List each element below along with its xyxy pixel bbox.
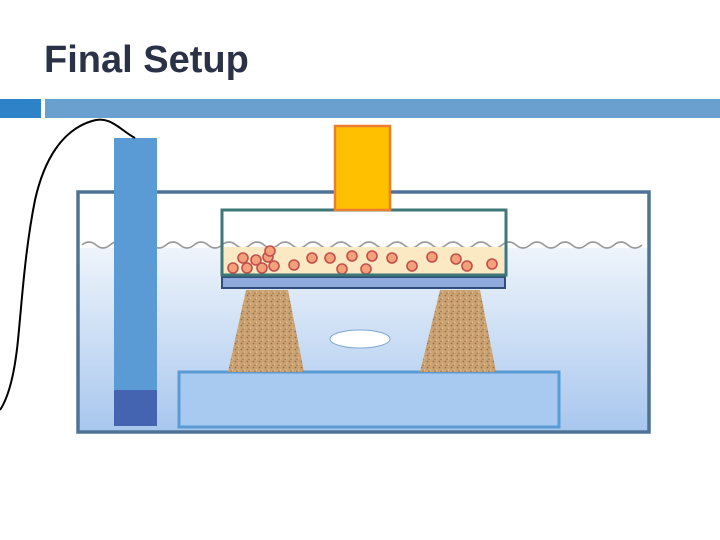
probe-rod <box>114 138 157 426</box>
probe-wire <box>0 118 136 411</box>
cork-stand-left <box>228 290 304 372</box>
base-platform <box>177 370 561 429</box>
title-accent-bar-right <box>45 99 720 118</box>
probe-rod-tip <box>114 390 157 426</box>
stir-bar <box>329 329 391 349</box>
bead-cluster <box>227 245 498 275</box>
title-accent-bar-left <box>0 99 41 118</box>
tray-plate <box>221 276 506 289</box>
weight-block <box>333 124 392 212</box>
cork-stand-right <box>420 290 496 372</box>
water-surface-wave <box>81 241 643 249</box>
slide-title: Final Setup <box>44 39 249 81</box>
